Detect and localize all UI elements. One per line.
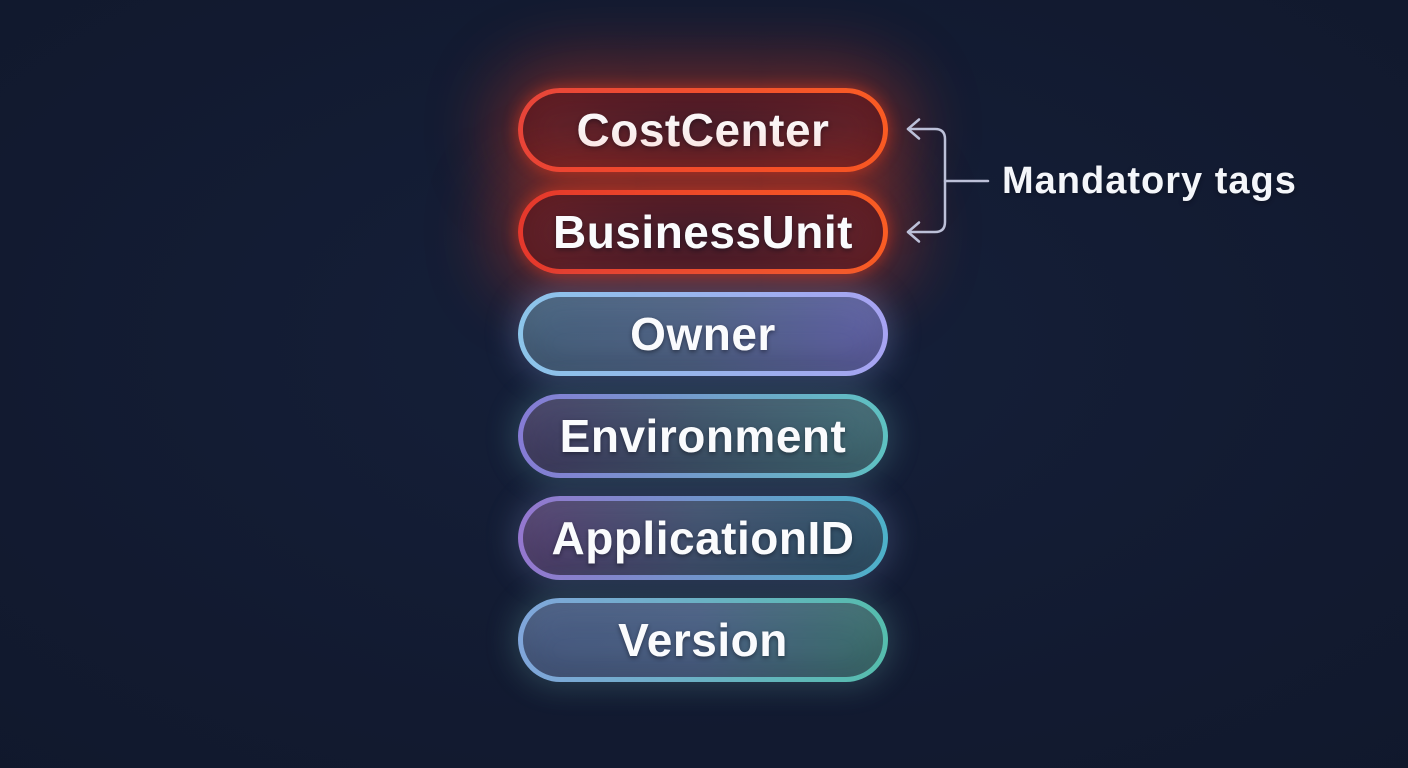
tag-pill-version: Version xyxy=(518,598,888,682)
tag-list: CostCenter BusinessUnit Owner Environmen… xyxy=(518,88,888,682)
tag-pill-costcenter: CostCenter xyxy=(518,88,888,172)
tag-pill-businessunit: BusinessUnit xyxy=(518,190,888,274)
tag-pill-label: ApplicationID xyxy=(551,512,855,564)
tag-pill-label: Environment xyxy=(559,410,847,462)
tag-pill-label: Owner xyxy=(630,308,776,360)
mandatory-bracket xyxy=(906,118,990,243)
bracket-lines xyxy=(906,118,990,243)
tag-pill-environment: Environment xyxy=(518,394,888,478)
mandatory-tags-label: Mandatory tags xyxy=(1002,160,1297,202)
tag-pill-applicationid: ApplicationID xyxy=(518,496,888,580)
arrow-left-icon xyxy=(906,118,921,140)
bracket-body xyxy=(906,127,947,234)
tag-pill-owner: Owner xyxy=(518,292,888,376)
arrow-left-icon xyxy=(906,221,921,243)
tag-pill-label: Version xyxy=(618,614,788,666)
tag-pill-label: CostCenter xyxy=(576,104,830,156)
tag-pill-label: BusinessUnit xyxy=(553,206,853,258)
